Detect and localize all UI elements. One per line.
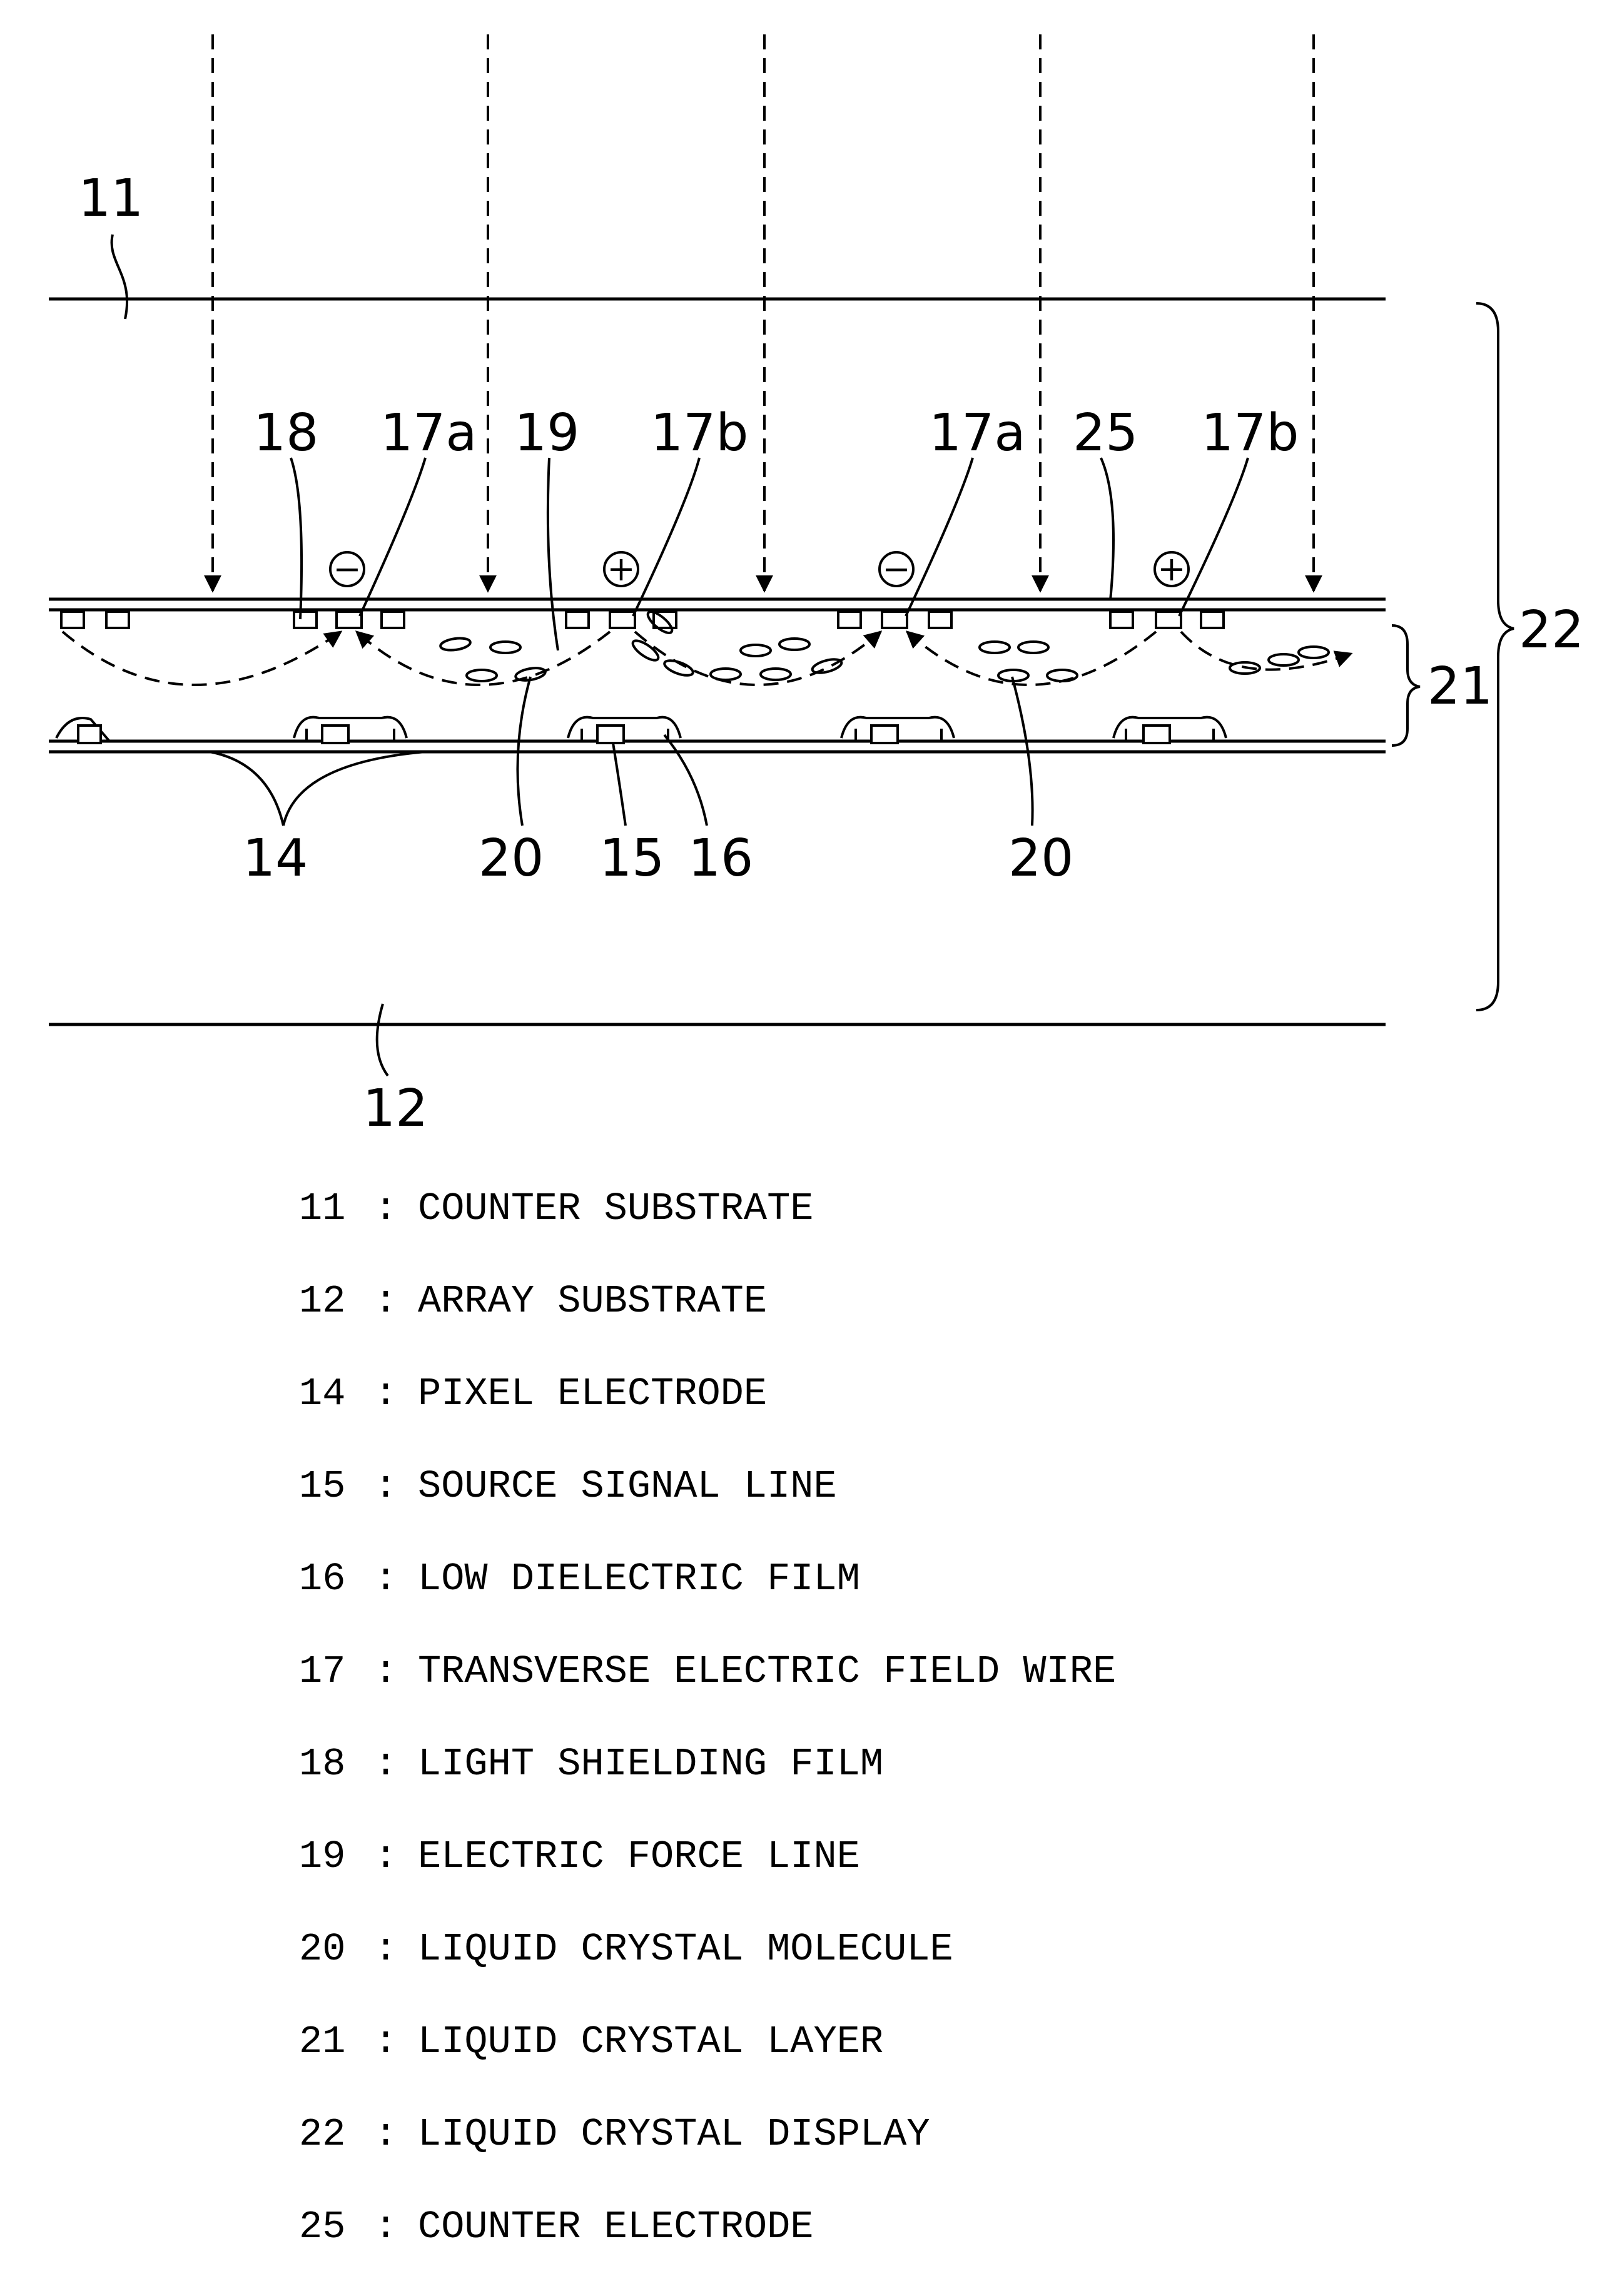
incident-light-arrows (213, 34, 1314, 591)
legend-code: 14 (299, 1370, 374, 1418)
plus-sign: + (1157, 549, 1185, 589)
legend-text: SOURCE SIGNAL LINE (418, 1464, 837, 1509)
legend-text: ARRAY SUBSTRATE (418, 1279, 767, 1323)
legend-code: 19 (299, 1833, 374, 1881)
light-shielding-film (838, 612, 861, 628)
legend-item: 22:LIQUID CRYSTAL DISPLAY (299, 2111, 1116, 2203)
light-shielding-film (566, 612, 589, 628)
electric-force-lines (63, 632, 1351, 685)
legend-text: PIXEL ELECTRODE (418, 1372, 767, 1416)
leader-11 (112, 235, 128, 319)
ref-14: 14 (243, 829, 308, 888)
legend-item: 11:COUNTER SUBSTRATE (299, 1185, 1116, 1278)
ref-17b: 17b (1201, 403, 1299, 463)
light-shielding-film (1110, 612, 1133, 628)
legend-list: 11:COUNTER SUBSTRATE 12:ARRAY SUBSTRATE … (299, 1185, 1116, 2296)
legend-separator: : (374, 1741, 418, 1788)
legend-separator: : (374, 2111, 418, 2158)
light-shielding-film (61, 612, 84, 628)
legend-code: 15 (299, 1463, 374, 1510)
field-wire-17b (1156, 612, 1181, 628)
light-shielding-film (294, 612, 317, 628)
ref-12: 12 (363, 1079, 428, 1138)
legend-item: 18:LIGHT SHIELDING FILM (299, 1741, 1116, 1833)
legend-code: 22 (299, 2111, 374, 2158)
polarity-signs: − + − + (330, 549, 1189, 589)
legend-separator: : (374, 2018, 418, 2066)
legend-text: COUNTER ELECTRODE (418, 2205, 814, 2249)
ref-25: 25 (1073, 403, 1138, 463)
legend-item: 19:ELECTRIC FORCE LINE (299, 1833, 1116, 1926)
low-dielectric-films (56, 717, 1226, 741)
reference-labels: 18 17a 19 17b 17a 25 17b 21 22 14 20 15 … (210, 403, 1584, 1138)
field-wire-17b (610, 612, 635, 628)
ref-11: 11 (78, 169, 143, 228)
legend-text: TRANSVERSE ELECTRIC FIELD WIRE (418, 1649, 1116, 1694)
legend-item: 16:LOW DIELECTRIC FILM (299, 1555, 1116, 1648)
array-side-electrodes (49, 741, 1386, 752)
ref-19: 19 (514, 403, 579, 463)
legend-separator: : (374, 1833, 418, 1881)
legend-text: LIQUID CRYSTAL MOLECULE (418, 1927, 953, 1971)
legend-separator: : (374, 1278, 418, 1325)
ref-15: 15 (599, 829, 664, 888)
legend-text: ELECTRIC FORCE LINE (418, 1834, 860, 1879)
legend-code: 12 (299, 1278, 374, 1325)
legend-item: 17:TRANSVERSE ELECTRIC FIELD WIRE (299, 1648, 1116, 1741)
legend-code: 20 (299, 1926, 374, 1973)
legend-item: 12:ARRAY SUBSTRATE (299, 1278, 1116, 1370)
ref-21: 21 (1427, 657, 1493, 716)
light-shielding-film (382, 612, 404, 628)
legend-item: 15:SOURCE SIGNAL LINE (299, 1463, 1116, 1555)
ref-17b: 17b (651, 403, 748, 463)
minus-sign: − (882, 549, 910, 589)
light-shielding-film (1201, 612, 1224, 628)
plus-sign: + (607, 549, 635, 589)
legend-separator: : (374, 1370, 418, 1418)
field-wire-17a (882, 612, 907, 628)
ref-20: 20 (1008, 829, 1073, 888)
light-shielding-film (929, 612, 951, 628)
legend-text: LOW DIELECTRIC FILM (418, 1557, 860, 1601)
legend-separator: : (374, 1648, 418, 1696)
legend-item: 20:LIQUID CRYSTAL MOLECULE (299, 1926, 1116, 2018)
field-wire-17a (337, 612, 362, 628)
legend-text: COUNTER SUBSTRATE (418, 1186, 814, 1231)
legend-separator: : (374, 1185, 418, 1233)
ref-20: 20 (479, 829, 544, 888)
legend-separator: : (374, 1926, 418, 1973)
legend-code: 16 (299, 1555, 374, 1603)
ref-18: 18 (253, 403, 318, 463)
legend-item: 25:COUNTER ELECTRODE (299, 2203, 1116, 2296)
minus-sign: − (333, 549, 361, 589)
light-shielding-film (106, 612, 129, 628)
legend-code: 11 (299, 1185, 374, 1233)
legend-text: LIQUID CRYSTAL DISPLAY (418, 2112, 930, 2157)
light-shielding-films (61, 612, 1224, 628)
ref-17a: 17a (929, 403, 1026, 463)
ref-16: 16 (688, 829, 753, 888)
legend-text: LIQUID CRYSTAL LAYER (418, 2020, 883, 2064)
brace-21 (1392, 625, 1420, 746)
ref-22: 22 (1519, 600, 1584, 660)
legend-separator: : (374, 1463, 418, 1510)
legend-text: LIGHT SHIELDING FILM (418, 1742, 883, 1786)
legend-separator: : (374, 1555, 418, 1603)
legend-item: 14:PIXEL ELECTRODE (299, 1370, 1116, 1463)
lcd-cross-section-diagram: 11 − + − + (0, 0, 1597, 1157)
legend-separator: : (374, 2203, 418, 2251)
legend-code: 25 (299, 2203, 374, 2251)
ref-17a: 17a (380, 403, 477, 463)
legend-code: 21 (299, 2018, 374, 2066)
transverse-field-wires (337, 612, 1181, 628)
legend-code: 18 (299, 1741, 374, 1788)
legend-item: 21:LIQUID CRYSTAL LAYER (299, 2018, 1116, 2111)
legend-code: 17 (299, 1648, 374, 1696)
